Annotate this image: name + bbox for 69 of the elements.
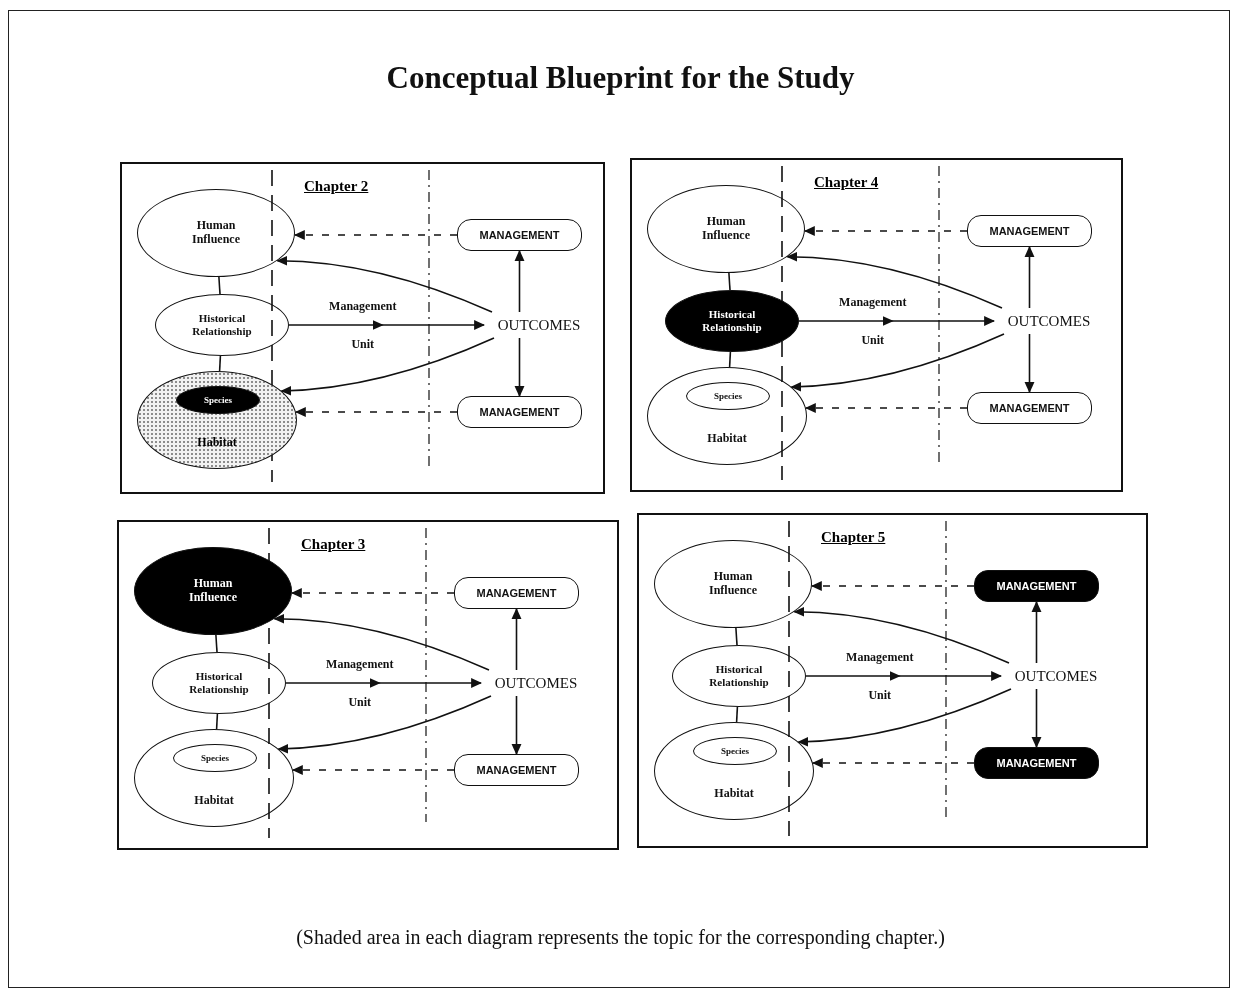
- arrow: [805, 671, 1002, 681]
- outcome-label: OUTCOMES: [1001, 663, 1111, 689]
- connector-line: [218, 276, 221, 295]
- arrow: [790, 333, 1005, 392]
- edge-label: Management Unit: [838, 294, 908, 349]
- arrow: [793, 606, 1010, 664]
- diagram-panel: [637, 513, 1148, 848]
- rounded-box: MANAGEMENT: [457, 396, 582, 428]
- edge-label: Management Unit: [325, 656, 395, 711]
- arrow: [288, 320, 485, 330]
- connector-line: [215, 713, 219, 730]
- arrow: [277, 695, 492, 754]
- node-label: Habitat: [194, 794, 234, 808]
- dashed-arrow: [804, 403, 968, 413]
- ellipse-node: Species: [176, 386, 260, 414]
- arrow: [276, 255, 493, 313]
- outcome-label: OUTCOMES: [994, 308, 1104, 334]
- node-label: Habitat: [714, 787, 754, 801]
- dashed-arrow: [293, 230, 458, 240]
- edge-label: Management Unit: [328, 298, 398, 353]
- rounded-box: MANAGEMENT: [454, 754, 579, 786]
- arrow: [511, 695, 522, 756]
- rounded-box: MANAGEMENT: [454, 577, 579, 609]
- caption: (Shaded area in each diagram represents the topic for the corresponding chapter.): [296, 926, 945, 949]
- rounded-box: MANAGEMENT: [974, 747, 1099, 779]
- rounded-box: MANAGEMENT: [457, 219, 582, 251]
- dashed-arrow: [810, 581, 975, 591]
- dashed-arrow: [291, 765, 455, 775]
- connector-line: [728, 351, 732, 368]
- arrow: [273, 613, 490, 671]
- outcome-label: OUTCOMES: [484, 312, 594, 338]
- node-label: Habitat: [707, 432, 747, 446]
- connector-line: [735, 706, 739, 723]
- diagram-panel: [630, 158, 1123, 492]
- diagram-title: Conceptual Blueprint for the Study: [386, 60, 855, 96]
- arrow: [285, 678, 482, 688]
- panel-heading: Chapter 2: [304, 178, 369, 195]
- arrow: [1031, 600, 1042, 664]
- outcome-label: OUTCOMES: [481, 670, 591, 696]
- diagram-panel: [120, 162, 605, 494]
- node-label: Habitat: [197, 436, 237, 450]
- arrow: [786, 251, 1003, 309]
- dashed-arrow: [290, 588, 455, 598]
- connector-line: [728, 272, 731, 291]
- arrow: [798, 316, 995, 326]
- arrow: [514, 249, 525, 313]
- arrow: [1031, 688, 1042, 749]
- rounded-box: MANAGEMENT: [974, 570, 1099, 602]
- connector-line: [215, 634, 218, 653]
- arrow: [280, 337, 495, 396]
- arrow: [511, 607, 522, 671]
- connector-line: [735, 627, 738, 646]
- panel-heading: Chapter 4: [814, 174, 879, 191]
- ellipse-node: Historical Relationship: [665, 290, 799, 352]
- panel-heading: Chapter 5: [821, 529, 886, 546]
- arrow: [514, 337, 525, 398]
- arrow: [1024, 245, 1035, 309]
- arrow: [1024, 333, 1035, 394]
- edge-label: Management Unit: [845, 649, 915, 704]
- panel-heading: Chapter 3: [301, 536, 366, 553]
- ellipse-node: Human Influence: [134, 547, 292, 635]
- connector-line: [218, 355, 222, 372]
- dashed-arrow: [294, 407, 458, 417]
- diagram-panel: [117, 520, 619, 850]
- dashed-arrow: [811, 758, 975, 768]
- rounded-box: MANAGEMENT: [967, 215, 1092, 247]
- arrow: [797, 688, 1012, 747]
- rounded-box: MANAGEMENT: [967, 392, 1092, 424]
- dashed-arrow: [803, 226, 968, 236]
